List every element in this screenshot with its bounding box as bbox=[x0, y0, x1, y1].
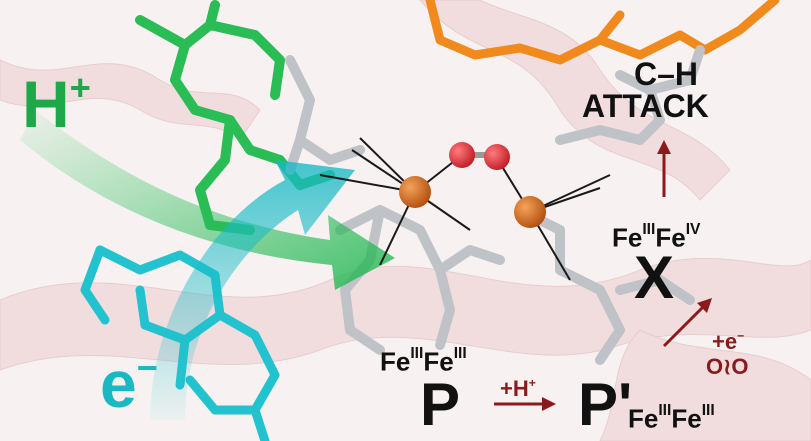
ch-attack-line2: ATTACK bbox=[582, 88, 709, 124]
reaction-arrows bbox=[494, 140, 712, 411]
oxygen-step-label: O≀O bbox=[706, 354, 749, 379]
grey-residue-sticks bbox=[285, 45, 705, 365]
oxygen-atom bbox=[449, 142, 475, 168]
iron-atom bbox=[514, 196, 546, 228]
electron-transfer-arrow bbox=[150, 160, 355, 420]
intermediate-x: X bbox=[634, 244, 675, 311]
proton-transfer-arrow bbox=[20, 110, 395, 290]
orange-carbon-chain bbox=[425, 0, 780, 65]
electron-label: e− bbox=[100, 347, 158, 422]
p-prime-oxidation-states: FeIIIFeIII bbox=[628, 402, 715, 434]
x-oxidation-states: FeIIIFeIV bbox=[612, 221, 701, 253]
electron-step-label: +e− bbox=[712, 329, 745, 355]
p-oxidation-states: FeIIIFeIII bbox=[380, 345, 467, 377]
oxygen-atom bbox=[484, 144, 510, 170]
peroxo-group bbox=[449, 142, 510, 170]
intermediate-p: P bbox=[420, 371, 461, 438]
proton-step-label: +H+ bbox=[500, 376, 536, 402]
intermediate-p-prime: P' bbox=[578, 371, 633, 438]
proton-label: H+ bbox=[22, 67, 91, 142]
iron-atom bbox=[399, 176, 431, 208]
ch-attack-line1: C–H bbox=[633, 56, 698, 92]
